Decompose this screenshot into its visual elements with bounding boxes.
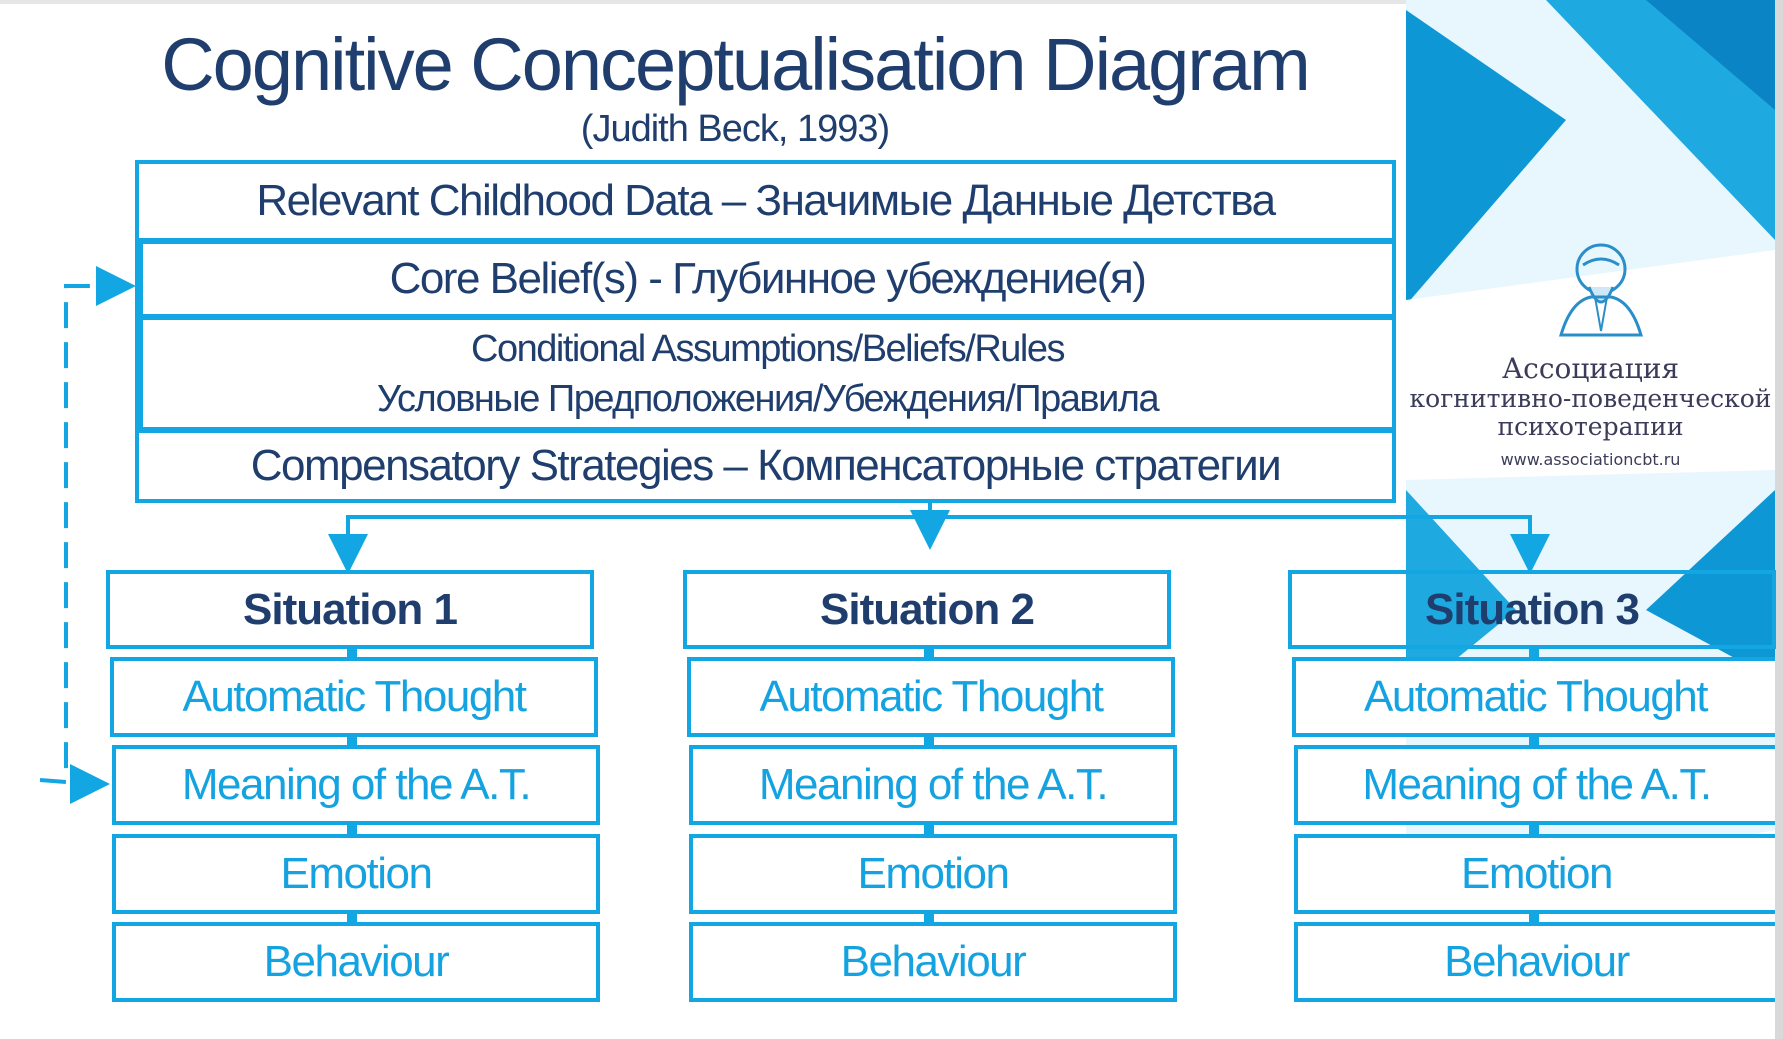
- conditional-assumptions-box: Conditional Assumptions/Beliefs/Rules Ус…: [135, 316, 1396, 431]
- situation-2-automatic-thought: Automatic Thought: [687, 657, 1175, 737]
- logo-line3: психотерапии: [1497, 412, 1684, 441]
- logo-line2: когнитивно-поведенческой: [1409, 384, 1772, 413]
- situation-2-behaviour: Behaviour: [689, 922, 1177, 1002]
- conditional-line-2: Условные Предположения/Убеждения/Правила: [376, 377, 1160, 420]
- situation-1-behaviour: Behaviour: [112, 922, 600, 1002]
- logo-line1: Ассоциация: [1501, 352, 1680, 385]
- window-edge: [1775, 0, 1783, 1039]
- situation-1-meaning: Meaning of the A.T.: [112, 745, 600, 825]
- distributor-line: [346, 515, 1532, 565]
- situation-3-emotion: Emotion: [1294, 834, 1775, 914]
- diagram-title: Cognitive Conceptualisation Diagram: [161, 23, 1311, 106]
- portrait-logo-icon: [1558, 243, 1644, 337]
- core-belief-box: Core Belief(s) - Глубинное убеждение(я): [135, 240, 1396, 318]
- conditional-line-1: Conditional Assumptions/Beliefs/Rules: [471, 327, 1065, 370]
- logo-url: www.associationcbt.ru: [1500, 450, 1681, 469]
- situation-1-automatic-thought: Automatic Thought: [110, 657, 598, 737]
- situation-3-title: Situation 3: [1288, 570, 1776, 649]
- situation-2-emotion: Emotion: [689, 834, 1177, 914]
- situation-2-meaning: Meaning of the A.T.: [689, 745, 1177, 825]
- situation-2-title: Situation 2: [683, 570, 1171, 649]
- diagram-subtitle: (Judith Beck, 1993): [580, 108, 890, 150]
- situation-1-emotion: Emotion: [112, 834, 600, 914]
- situation-3-meaning: Meaning of the A.T.: [1294, 745, 1775, 825]
- compensatory-strategies-box: Compensatory Strategies – Компенсаторные…: [135, 429, 1396, 503]
- situation-3-behaviour: Behaviour: [1294, 922, 1775, 1002]
- top-border: [0, 0, 1783, 4]
- situation-1-title: Situation 1: [106, 570, 594, 649]
- childhood-data-box: Relevant Childhood Data – Значимые Данны…: [135, 160, 1396, 242]
- situation-3-automatic-thought: Automatic Thought: [1292, 657, 1775, 737]
- feedback-dashed-line: [39, 284, 100, 785]
